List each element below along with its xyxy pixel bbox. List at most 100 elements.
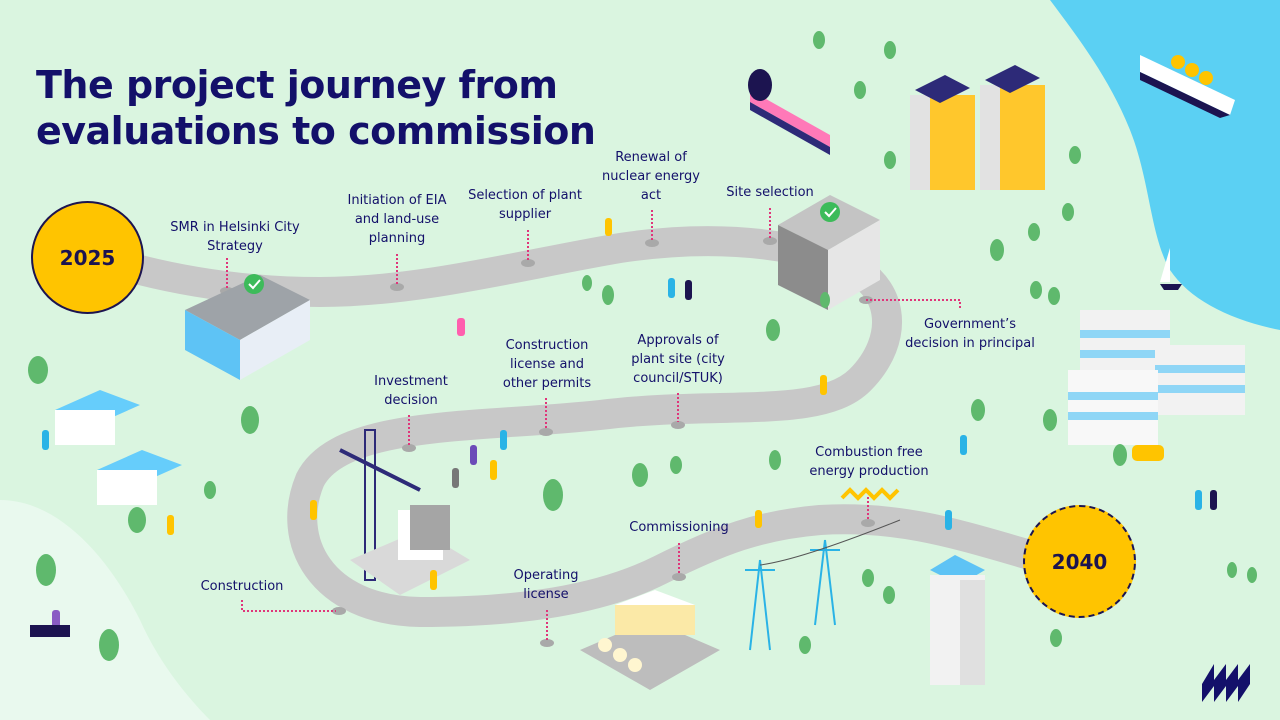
person-icon [945,510,952,530]
person-icon [1210,490,1217,510]
tree-icon [670,456,682,474]
tree-icon [1048,287,1060,305]
tree-icon [241,406,259,434]
tree-icon [632,463,648,487]
tree-icon [854,81,866,99]
tree-icon [28,356,48,384]
marker-investment-decision [402,444,416,452]
train-icon [748,69,830,155]
tree-icon [1227,562,1237,578]
milestone-combustion-free: Combustion free energy production [809,445,929,479]
people [30,218,1217,637]
ship-icon [1140,55,1235,118]
end-year-badge: 2040 [1023,505,1136,618]
trees [28,31,1257,661]
tree-icon [1043,409,1057,431]
marker-construction-license [539,428,553,436]
marker-site-approvals [671,421,685,429]
milestone-plant-supplier: Selection of plant supplier [468,188,582,222]
milestone-eia-initiation: Initiation of EIA and land-use planning [347,193,447,246]
tree-icon [1069,146,1081,164]
solar-apartments-icon [910,65,1045,190]
tree-icon [1113,444,1127,466]
person-icon [167,515,174,535]
person-icon [490,460,497,480]
tree-icon [1030,281,1042,299]
power-plant-icon [580,590,720,690]
milestone-site-selection: Site selection [726,185,814,200]
sailboat-icon [1160,248,1182,290]
person-icon [42,430,49,450]
person-icon [310,500,317,520]
tree-icon [769,450,781,470]
tree-icon [1062,203,1074,221]
person-icon [755,510,762,528]
person-icon [820,375,827,395]
marker-combustion-free [861,519,875,527]
tree-icon [862,569,874,587]
tree-icon [543,479,563,511]
check-icon [244,274,264,294]
milestone-operating-license: Operating license [513,568,579,602]
tree-icon [884,151,896,169]
person-icon [960,435,967,455]
tree-icon [582,275,592,291]
ministry-building-icon [778,195,880,310]
tree-icon [204,481,216,499]
tree-icon [1028,223,1040,241]
tree-icon [884,41,896,59]
person-icon [605,218,612,236]
power-pylons-icon [745,519,901,651]
connectors [226,208,961,640]
milestone-site-approvals: Approvals of plant site (city council/ST… [631,333,725,386]
construction-site-icon [339,429,470,595]
electric-car-icon [1132,445,1164,461]
page-title: The project journey from evaluations to … [36,62,596,154]
person-icon [470,445,477,465]
marker-construction [332,607,346,615]
light-park-area [0,500,210,720]
milestone-investment-decision: Investment decision [374,374,448,408]
milestone-commissioning: Commissioning [629,520,729,535]
tree-icon [820,292,830,308]
tree-icon [971,399,985,421]
marker-operating-license [540,639,554,647]
tree-icon [799,636,811,654]
tree-icon [883,586,895,604]
water-area [1050,0,1280,330]
milestone-markers [220,237,875,647]
title-line-1: The project journey from [36,63,558,107]
brand-logo-icon [1202,664,1250,702]
title-line-2: evaluations to commission [36,109,596,153]
check-icon [820,202,840,222]
person-icon [457,318,465,336]
marker-site-selection [763,237,777,245]
tree-icon [99,629,119,661]
tree-icon [990,239,1004,261]
milestone-nuclear-act: Renewal of nuclear energy act [602,150,700,203]
person-icon [430,570,437,590]
marker-nuclear-act [645,239,659,247]
milestone-smr-strategy: SMR in Helsinki City Strategy [170,220,300,254]
person-icon [668,278,675,298]
city-hall-building-icon [185,274,310,380]
residential-tower-icon [930,555,985,685]
milestone-construction: Construction [200,579,284,594]
tree-icon [1247,567,1257,583]
marker-plant-supplier [521,259,535,267]
tree-icon [128,507,146,533]
tree-icon [1050,629,1062,647]
office-blocks-icon [1068,310,1245,461]
milestone-construction-license: Construction license and other permits [502,338,592,391]
tree-icon [602,285,614,305]
connector-construction [241,600,336,612]
tree-icon [813,31,825,49]
milestone-government-decision: Government’s decision in principal [905,317,1035,351]
person-icon [452,468,459,488]
start-year-badge: 2025 [31,201,144,314]
person-icon [1195,490,1202,510]
tree-icon [36,554,56,586]
tree-icon [766,319,780,341]
person-icon [500,430,507,450]
